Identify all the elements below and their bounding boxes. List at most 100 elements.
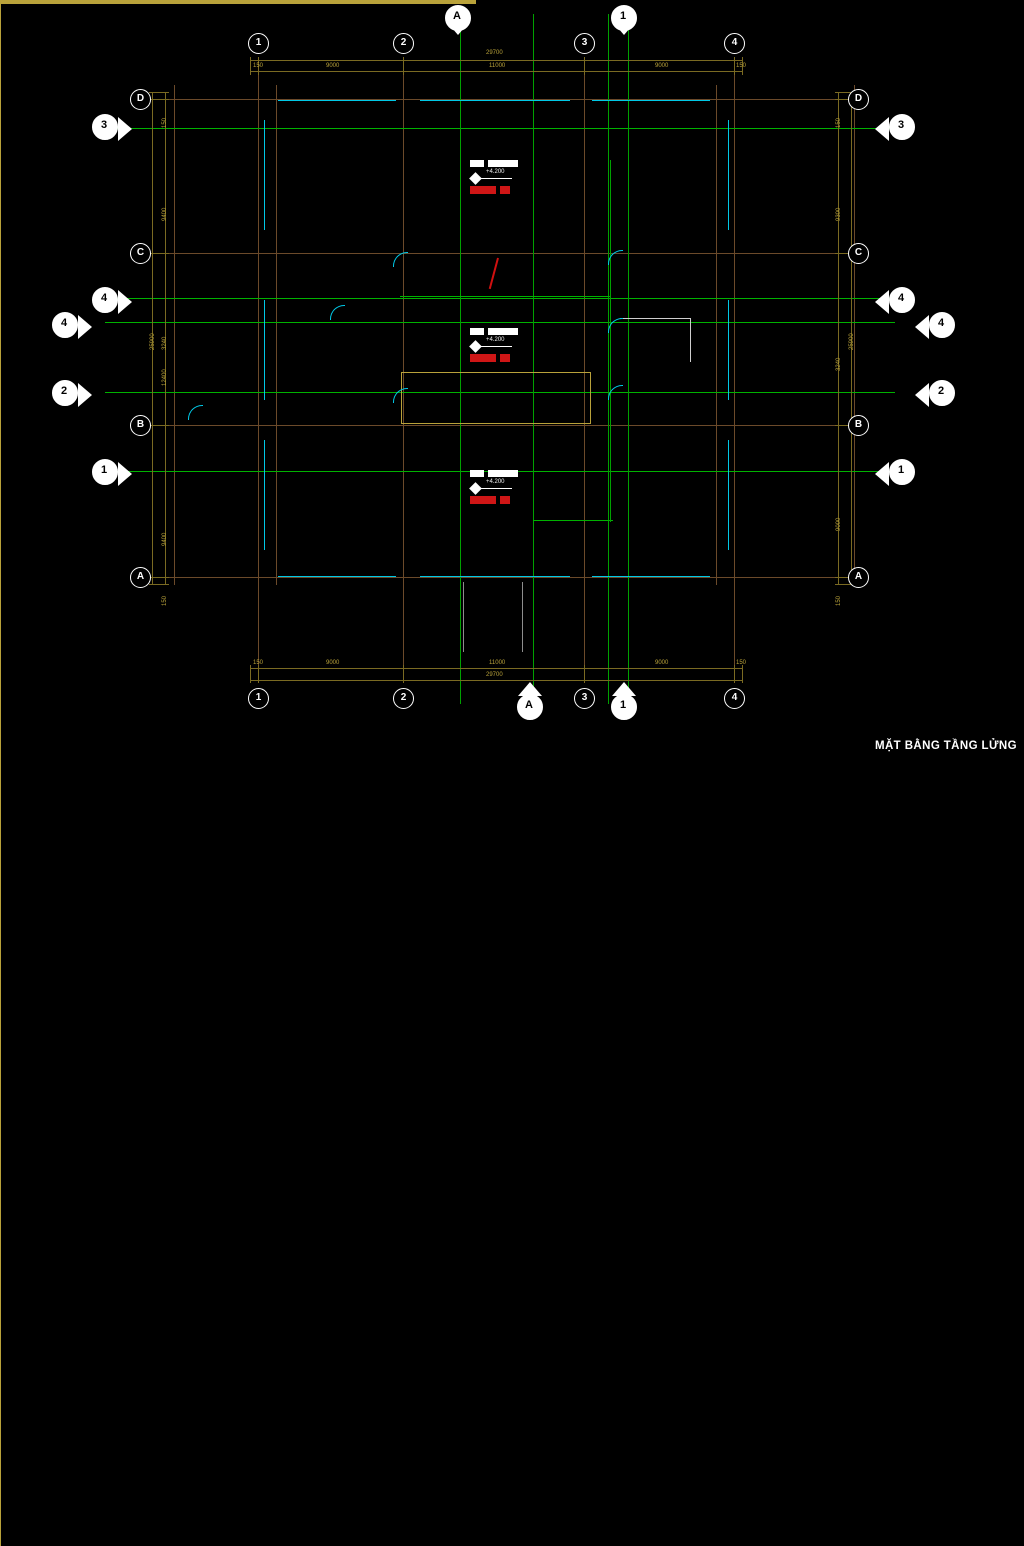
section-line-h-2 (105, 322, 895, 323)
dim-right-inner (838, 92, 839, 584)
grid-bubble-top-1[interactable]: 1 (248, 33, 269, 54)
grid-bubble-right-D[interactable]: D (848, 89, 869, 110)
dim-text-top-overall: 29700 (486, 50, 503, 56)
dim-tick-right-0 (835, 92, 855, 93)
level-tag-bar-3 (470, 496, 496, 504)
section-marker-circle (445, 5, 471, 31)
dim-text-bottom-4: 150 (736, 660, 747, 666)
section-arrow-icon (518, 682, 542, 696)
beam-right-2 (728, 300, 729, 400)
section-line-v-1 (628, 14, 629, 704)
level-tag-bar-1 (470, 328, 484, 335)
section-marker-label: A (453, 10, 461, 22)
level-value: +4.200 (486, 479, 505, 485)
section-marker-label: A (525, 699, 533, 711)
beam-left-3 (264, 440, 265, 550)
grid-bubble-top-3[interactable]: 3 (574, 33, 595, 54)
door-swing-1 (608, 250, 623, 265)
grid-edge-1 (854, 85, 855, 585)
dim-left-outer (152, 92, 153, 584)
grid-bubble-bottom-4[interactable]: 4 (724, 688, 745, 709)
section-marker-right-b-lower[interactable]: 1 (875, 457, 919, 491)
dim-bot-inner (250, 668, 742, 669)
dim-text-top-1: 9000 (326, 63, 340, 69)
section-marker-circle (889, 114, 915, 140)
section-arrow-icon (612, 682, 636, 696)
section-marker-label: 1 (619, 699, 627, 711)
level-tag-bar-2 (488, 470, 518, 477)
grid-bubble-bottom-2[interactable]: 2 (393, 688, 414, 709)
grid-bubble-left-B[interactable]: B (130, 415, 151, 436)
section-arrow-icon (118, 290, 132, 314)
section-marker-right-c-upper[interactable]: 4 (875, 285, 919, 319)
wall-seg (0, 0, 476, 1)
section-marker-label: 4 (100, 292, 108, 304)
dim-text-left-4: 150 (162, 595, 168, 606)
grid-bubble-bottom-3[interactable]: 3 (574, 688, 595, 709)
grid-bubble-bottom-1[interactable]: 1 (248, 688, 269, 709)
grid-bubble-left-A[interactable]: A (130, 567, 151, 588)
section-marker-left-c-lower[interactable]: 4 (48, 310, 92, 344)
section-marker-left-c-upper[interactable]: 4 (88, 285, 132, 319)
section-arrow-icon (118, 462, 132, 486)
dim-text-right-4: 150 (836, 595, 842, 606)
ramp-right (690, 318, 691, 362)
dim-text-left-sub: 3240 (162, 336, 168, 350)
section-marker-right-b-upper[interactable]: 2 (915, 378, 959, 412)
section-marker-bot-right-1[interactable]: 1 (607, 682, 641, 726)
section-marker-left-b-lower[interactable]: 1 (88, 457, 132, 491)
level-marker-level-top: +4.200 (468, 160, 524, 202)
section-marker-circle (929, 312, 955, 338)
section-marker-right-d[interactable]: 3 (875, 112, 919, 146)
grid-bubble-right-A[interactable]: A (848, 567, 869, 588)
level-tag-bar-2 (488, 328, 518, 335)
section-step-d (610, 300, 611, 522)
beam-top-2 (420, 100, 570, 101)
door-swing-2 (608, 318, 623, 333)
dim-tick-top-5 (742, 57, 743, 75)
dim-text-top-3: 9000 (655, 63, 669, 69)
section-marker-label: 4 (60, 317, 68, 329)
section-marker-circle (92, 114, 118, 140)
grid-bubble-right-C[interactable]: C (848, 243, 869, 264)
dim-tick-left-3 (149, 425, 169, 426)
beam-bot-2 (420, 576, 570, 577)
ramp-top (620, 318, 690, 319)
grid-row-C (150, 253, 850, 254)
dim-left-inner (165, 92, 166, 584)
section-marker-left-b-upper[interactable]: 2 (48, 378, 92, 412)
level-tag-bar-4 (500, 496, 510, 504)
section-marker-left-d[interactable]: 3 (88, 112, 132, 146)
section-marker-right-c-lower[interactable]: 4 (915, 310, 959, 344)
section-marker-label: 1 (100, 464, 108, 476)
dim-tick-bot-5 (742, 665, 743, 683)
dim-tick-left-2 (149, 253, 169, 254)
level-tag-bar-3 (470, 186, 496, 194)
dim-text-right-3: 9000 (836, 517, 842, 531)
room-band-right (590, 372, 591, 423)
grid-col-3 (584, 60, 585, 675)
section-marker-top-left-a[interactable]: A (441, 3, 475, 37)
dim-text-left-0: 150 (162, 117, 168, 128)
grid-col-2 (403, 60, 404, 675)
beam-left-1 (264, 120, 265, 230)
dim-tick-top-2 (403, 57, 404, 75)
section-marker-label: 3 (100, 119, 108, 131)
wall-seg (0, 2, 476, 3)
section-arrow-icon (78, 315, 92, 339)
dim-text-right-2: 3240 (836, 357, 842, 371)
section-marker-top-right-1[interactable]: 1 (607, 3, 641, 37)
grid-bubble-right-B[interactable]: B (848, 415, 869, 436)
grid-bubble-top-4[interactable]: 4 (724, 33, 745, 54)
grid-bubble-left-C[interactable]: C (130, 243, 151, 264)
section-arrow-icon (875, 290, 889, 314)
door-swing-0 (393, 252, 408, 267)
door-swing-3 (393, 388, 408, 403)
grid-bubble-left-D[interactable]: D (130, 89, 151, 110)
dim-bot-outer (250, 680, 742, 681)
level-tag-bar-3 (470, 354, 496, 362)
section-marker-bot-left-a[interactable]: A (513, 682, 547, 726)
grid-bubble-top-2[interactable]: 2 (393, 33, 414, 54)
